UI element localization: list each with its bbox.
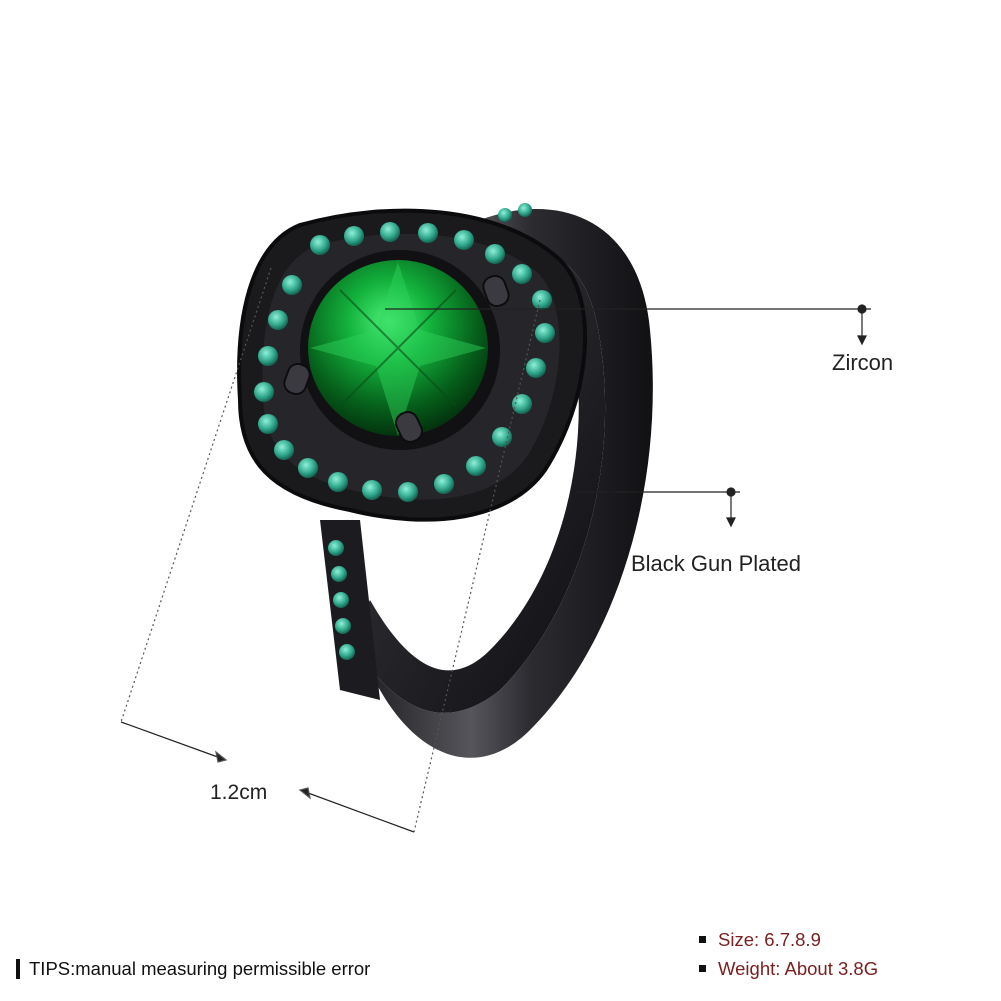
width-label: 1.2cm (210, 781, 268, 804)
spec-weight: Weight: About 3.8G (699, 958, 878, 980)
weight-value: About 3.8G (784, 958, 879, 979)
bullet-square-icon (699, 936, 706, 943)
spec-size: Size: 6.7.8.9 (699, 929, 821, 951)
zircon-callout (385, 304, 871, 346)
plated-label: Black Gun Plated (631, 551, 801, 576)
width-dimension (120, 267, 541, 833)
bullet-square-icon (699, 965, 706, 972)
shank-stones (328, 203, 532, 660)
halo-stones (254, 222, 555, 502)
tips-note: TIPS:manual measuring permissible error (16, 958, 370, 980)
tips-text: TIPS:manual measuring permissible error (29, 958, 371, 979)
size-value: 6.7.8.9 (764, 929, 821, 950)
plated-callout (575, 487, 740, 528)
zircon-label: Zircon (832, 350, 894, 375)
prongs (283, 274, 510, 443)
tips-bar (16, 959, 20, 979)
weight-key: Weight: (718, 958, 781, 979)
center-stone (300, 250, 500, 450)
ring-band (320, 209, 653, 758)
size-key: Size: (718, 929, 760, 950)
